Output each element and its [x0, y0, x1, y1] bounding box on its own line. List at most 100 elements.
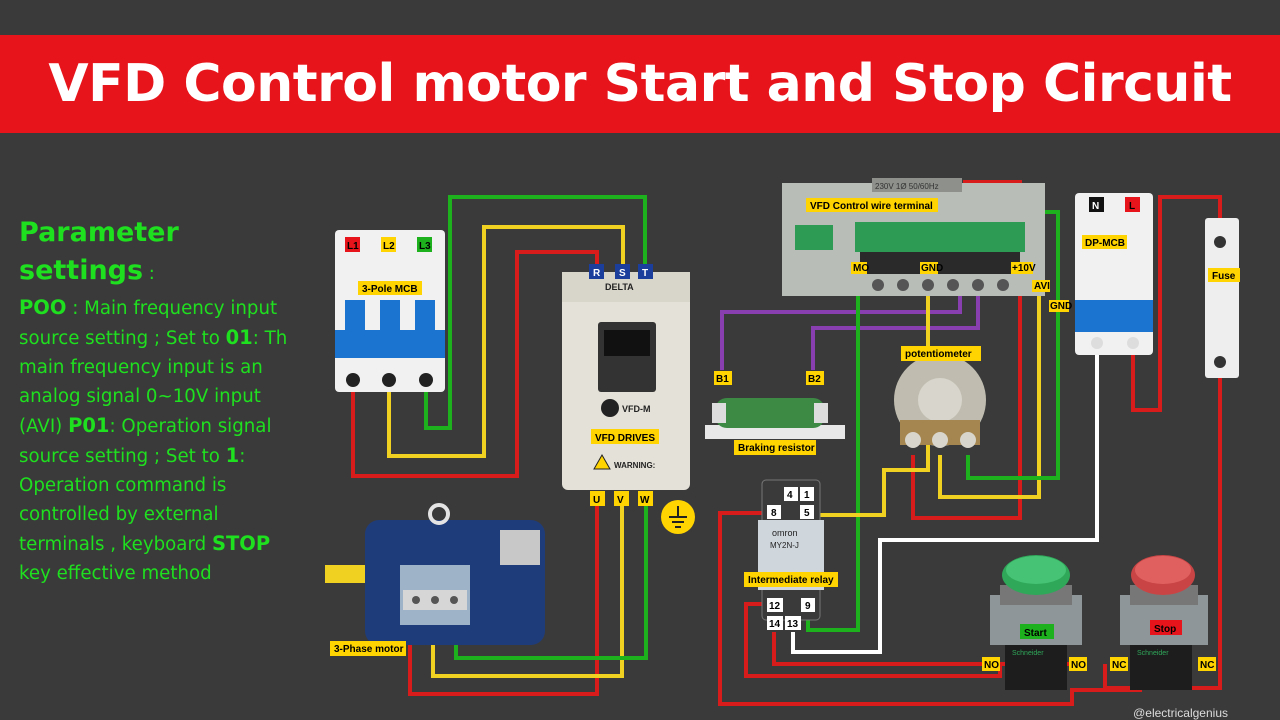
param-line-9: terminals , keyboard STOP — [19, 529, 307, 559]
param-stop-word: STOP — [211, 532, 271, 555]
wire-b2 — [811, 288, 980, 370]
label-3-phase-motor: 3-Phase motor — [334, 644, 404, 655]
param-line-6-text: source setting ; Set to — [19, 446, 226, 467]
param-line-6: source setting ; Set to 1: — [19, 441, 307, 471]
label-s: S — [619, 268, 626, 279]
parameter-heading: Parameter settings : — [19, 214, 307, 293]
relay-pin-4: 4 — [787, 490, 793, 501]
label-intermediate-relay: Intermediate relay — [748, 575, 834, 586]
wire-line-to-fuse — [1131, 195, 1222, 412]
param-line-9-text: terminals , keyboard — [19, 534, 212, 555]
label-no-1: NO — [984, 660, 999, 671]
param-line-2-text: source setting ; Set to — [19, 328, 226, 349]
param-p01: P01 — [68, 414, 110, 437]
ground-icon — [661, 500, 695, 534]
parameter-heading-suffix: : — [143, 263, 155, 284]
relay-pin-14: 14 — [769, 619, 781, 630]
wire-pot-avi — [938, 280, 1041, 499]
credit-text: @electricalgenius — [1133, 706, 1228, 720]
wire-l1-to-r — [351, 250, 599, 478]
wire-fuse-to-stop — [1103, 370, 1222, 690]
label-potentiometer: potentiometer — [905, 349, 972, 360]
label-r: R — [593, 268, 601, 279]
relay-pin-9: 9 — [805, 601, 811, 612]
wire-neutral — [791, 345, 1099, 654]
braking-resistor: B1 B2 Braking resistor — [705, 371, 845, 455]
stop-button-device[interactable]: Schneider Stop NC NC — [1110, 555, 1216, 690]
wire-pot-gnd — [966, 210, 1060, 480]
three-pole-mcb: L1 L2 L3 3-Pole MCB — [335, 230, 445, 392]
label-fuse: Fuse — [1212, 271, 1236, 282]
label-t: T — [642, 268, 648, 279]
wire-relay-12 — [744, 602, 1002, 678]
param-p00: POO — [19, 296, 67, 319]
param-line-2: source setting ; Set to 01: Th — [19, 323, 307, 353]
schneider-logo-2: Schneider — [1137, 650, 1169, 657]
param-line-5-after: : Operation signal — [109, 416, 272, 437]
vfd-warning: WARNING: — [614, 461, 655, 470]
wire-v-to-motor — [431, 505, 624, 678]
label-dp-mcb: DP-MCB — [1085, 238, 1125, 249]
label-no-2: NO — [1071, 660, 1086, 671]
relay-pin-13: 13 — [787, 619, 799, 630]
relay-pin-5: 5 — [804, 508, 810, 519]
label-l: L — [1129, 201, 1135, 212]
param-set-1: 1 — [225, 444, 240, 467]
vfd-drive: DELTA VFD-M VFD DRIVES WARNING: R S T U … — [562, 264, 690, 506]
wire-pot-plus10v — [911, 270, 1022, 520]
label-plus10v: +10V — [1012, 263, 1036, 274]
start-button-label[interactable]: Start — [1024, 628, 1047, 639]
label-n: N — [1092, 201, 1099, 212]
dp-mcb: N L DP-MCB — [1075, 193, 1153, 355]
label-u: U — [593, 495, 600, 506]
page-title: VFD Control motor Start and Stop Circuit — [48, 54, 1232, 114]
label-nc-1: NC — [1112, 660, 1126, 671]
param-set-01: 01 — [225, 326, 253, 349]
label-control-terminal: VFD Control wire terminal — [810, 201, 933, 212]
label-nc-2: NC — [1200, 660, 1214, 671]
param-line-1-text: : Main frequency input — [66, 298, 278, 319]
relay-model: MY2N-J — [770, 541, 799, 550]
param-line-3: main frequency input is an — [19, 357, 263, 378]
fuse: Fuse — [1205, 218, 1240, 378]
wire-l3-to-t — [424, 195, 647, 430]
param-line-6-after: : — [239, 446, 246, 467]
param-line-5: (AVI) P01: Operation signal — [19, 411, 307, 441]
label-l1: L1 — [347, 241, 359, 252]
label-l2: L2 — [383, 241, 395, 252]
param-line-1: POO : Main frequency input — [19, 293, 307, 323]
wire-ctrl-red-loop — [963, 180, 1022, 270]
stop-button-label[interactable]: Stop — [1154, 624, 1176, 635]
label-braking-resistor: Braking resistor — [738, 443, 815, 454]
label-b2: B2 — [808, 374, 821, 385]
param-line-7: Operation command is — [19, 475, 227, 496]
wire-l2-to-s — [387, 225, 625, 458]
wire-ctrl-yellow-loop — [973, 196, 1041, 280]
wire-relay-14 — [772, 632, 1073, 666]
param-line-8: controlled by external — [19, 504, 219, 525]
title-banner: VFD Control motor Start and Stop Circuit — [0, 35, 1280, 133]
relay-pin-8: 8 — [771, 508, 777, 519]
wire-b1 — [720, 288, 962, 370]
wire-gnd-to-relay — [812, 272, 930, 517]
relay-brand: omron — [772, 528, 798, 538]
wire-relay-8 — [718, 511, 1142, 706]
label-mo: MO — [853, 263, 869, 274]
param-line-2-after: : Th — [252, 328, 288, 349]
label-3-pole-mcb: 3-Pole MCB — [362, 284, 418, 295]
vfd-control-terminal: 230V 1Ø 50/60Hz VFD Control wire termina… — [782, 178, 1072, 312]
vfd-model: VFD-M — [622, 404, 651, 414]
wire-mo-to-relay — [806, 275, 860, 632]
label-gnd-2: GND — [1050, 301, 1072, 312]
relay-pin-1: 1 — [804, 490, 810, 501]
three-phase-motor: 3-Phase motor — [325, 503, 545, 656]
potentiometer: potentiometer — [894, 346, 986, 448]
schneider-logo-1: Schneider — [1012, 650, 1044, 657]
param-line-10: key effective method — [19, 563, 212, 584]
label-l3: L3 — [419, 241, 431, 252]
relay-pin-12: 12 — [769, 601, 781, 612]
start-button-device[interactable]: Schneider Start NO NO — [982, 555, 1087, 690]
parameter-settings-text: Parameter settings : POO : Main frequenc… — [19, 214, 307, 588]
label-avi: AVI — [1034, 281, 1050, 292]
label-w: W — [640, 495, 650, 506]
